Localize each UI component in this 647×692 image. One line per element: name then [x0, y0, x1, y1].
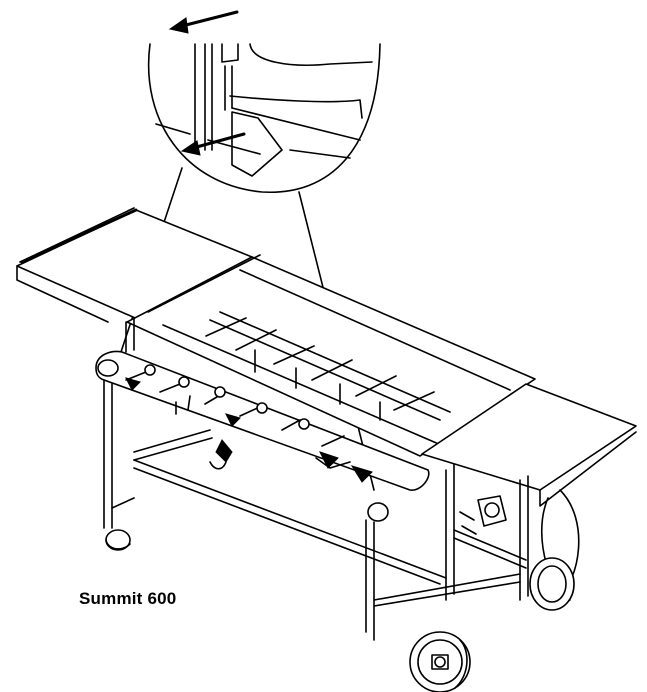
left-side-shelf — [16, 207, 253, 323]
right-large-wheel — [409, 631, 471, 692]
model-label: Summit 600 — [79, 589, 177, 608]
cart-frame — [103, 317, 529, 641]
cook-box — [126, 254, 536, 457]
left-caster-wheel — [105, 529, 131, 551]
arrow-left-icon — [168, 10, 239, 34]
control-panel — [95, 350, 430, 522]
arrow-left-icon — [180, 132, 246, 156]
rear-wheel — [529, 557, 575, 611]
tank-hardware — [209, 439, 507, 535]
detail-magnifier-circle — [147, 43, 381, 193]
